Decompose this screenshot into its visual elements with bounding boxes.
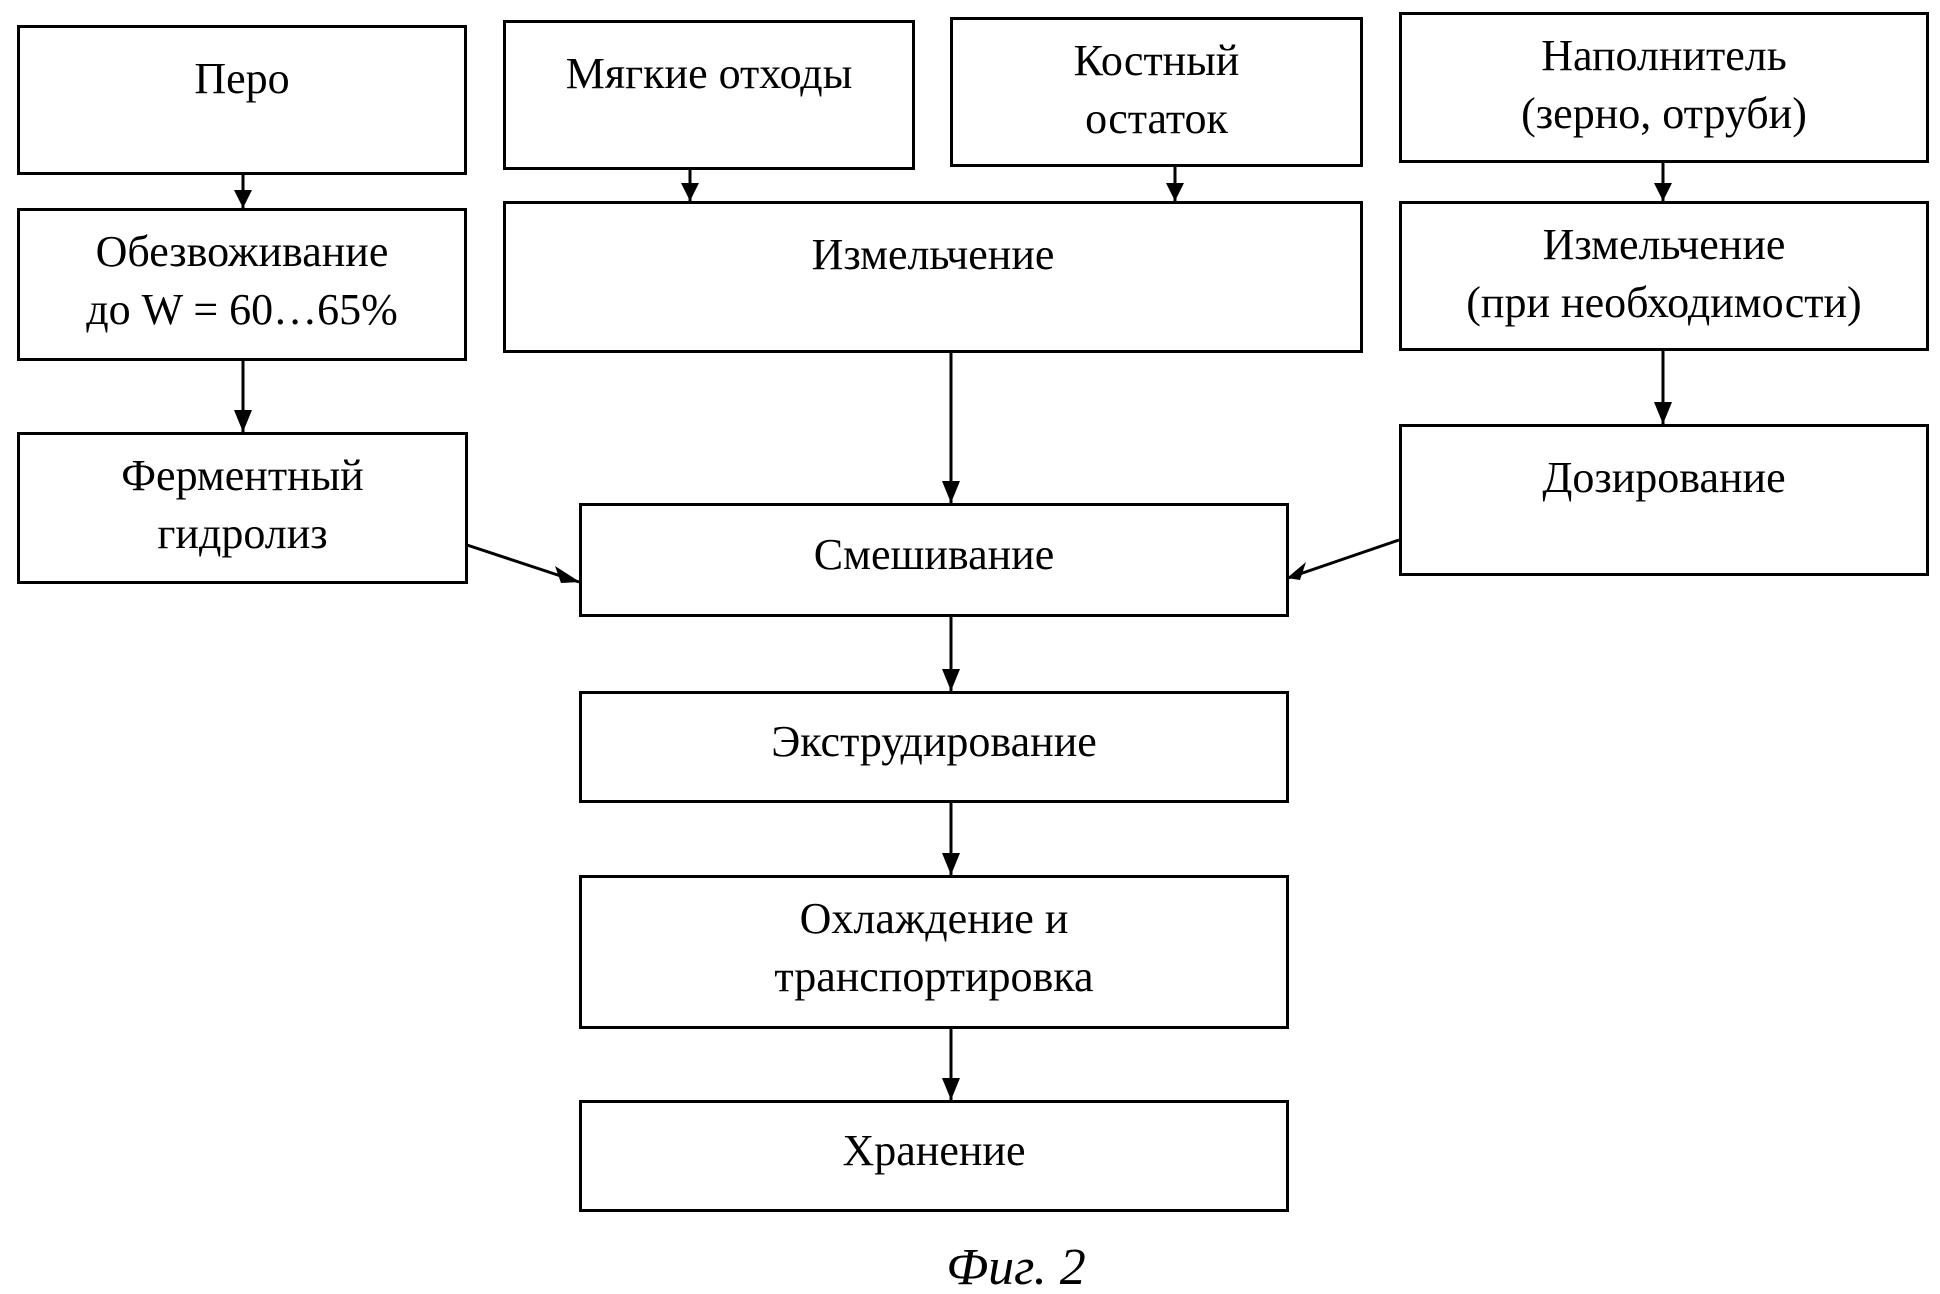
node-label: Костный	[1073, 36, 1240, 85]
node-grinding: Измельчение	[503, 201, 1363, 353]
node-label: (при необходимости)	[1466, 278, 1862, 327]
node-dosing: Дозирование	[1399, 424, 1929, 576]
node-enzymatic-hydrolysis: Ферментный гидролиз	[17, 432, 468, 584]
arrowhead	[1166, 183, 1184, 201]
figure-caption-text: Фиг. 2	[946, 1239, 1086, 1294]
node-label: Ферментный	[121, 451, 364, 500]
arrowhead	[1654, 402, 1672, 424]
node-label: остаток	[1085, 94, 1228, 143]
node-filler: Наполнитель (зерно, отруби)	[1399, 12, 1929, 163]
arrowhead	[1654, 183, 1672, 201]
node-label: Наполнитель	[1541, 31, 1787, 80]
node-label: до W = 60…65%	[86, 285, 398, 334]
arrowhead	[681, 183, 699, 201]
node-soft-waste: Мягкие отходы	[503, 20, 915, 170]
node-label: (зерно, отруби)	[1521, 89, 1807, 138]
arrowhead	[555, 566, 580, 583]
node-mixing: Смешивание	[579, 503, 1289, 617]
node-label: Хранение	[842, 1126, 1026, 1175]
arrow-dosing-to-mixing	[1287, 538, 1400, 580]
node-label: Измельчение	[1542, 220, 1786, 269]
figure-caption: Фиг. 2	[0, 1238, 1940, 1294]
arrowhead	[234, 410, 252, 432]
arrowhead	[942, 853, 960, 875]
arrowhead	[942, 481, 960, 503]
node-label: Дозирование	[1542, 453, 1786, 502]
node-label: Обезвоживание	[95, 227, 389, 276]
node-label: Измельчение	[811, 230, 1055, 279]
arrowhead	[942, 1078, 960, 1100]
arrowhead	[234, 190, 252, 208]
node-bone-residue: Костный остаток	[950, 17, 1363, 167]
node-storage: Хранение	[579, 1100, 1289, 1212]
node-cooling: Охлаждение и транспортировка	[579, 875, 1289, 1029]
node-label: Смешивание	[813, 530, 1055, 579]
node-label: Охлаждение и	[799, 894, 1069, 943]
node-dehydration: Обезвоживание до W = 60…65%	[17, 208, 467, 361]
node-label: транспортировка	[774, 952, 1094, 1001]
node-label: гидролиз	[157, 509, 328, 558]
node-label: Перо	[194, 54, 290, 103]
arrowhead	[942, 669, 960, 691]
node-label: Мягкие отходы	[565, 49, 853, 98]
node-extrusion: Экструдирование	[579, 691, 1289, 803]
node-filler-grinding: Измельчение (при необходимости)	[1399, 201, 1929, 351]
node-label: Экструдирование	[771, 717, 1097, 766]
arrowhead	[1287, 562, 1306, 580]
node-pero: Перо	[17, 25, 467, 175]
